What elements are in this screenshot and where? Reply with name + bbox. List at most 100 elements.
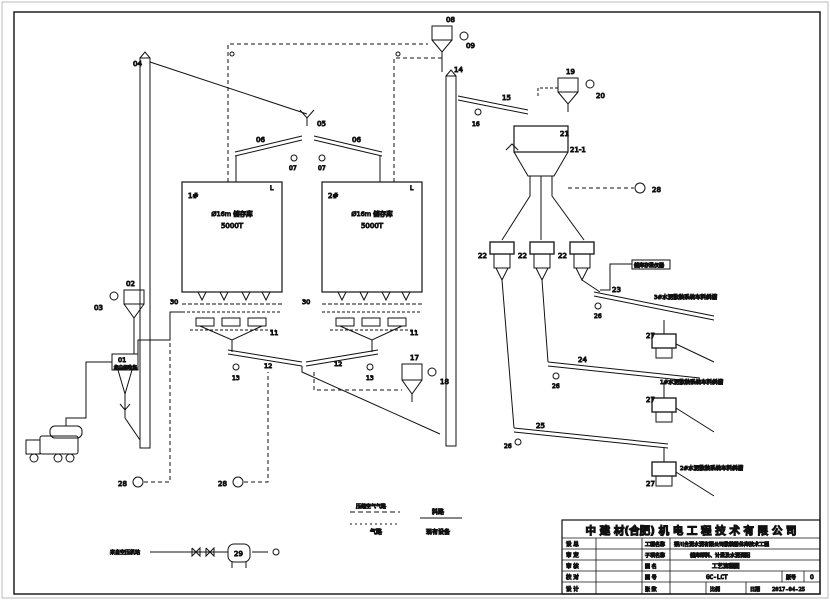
fan-13-right <box>366 363 374 371</box>
tag-07-left: 07 <box>289 165 297 172</box>
air-supply-line <box>150 546 280 558</box>
tag-28-left-1: 28 <box>118 480 127 488</box>
tb-row1-field: 工程名称 <box>645 541 665 548</box>
bucket-elevator-14 <box>445 69 457 447</box>
dust-duct-top <box>227 43 428 182</box>
fan-18 <box>427 367 437 377</box>
dust-collector-19 <box>557 77 579 112</box>
tag-28-left-2: 28 <box>218 480 227 488</box>
air-slide-06-left <box>234 135 303 157</box>
duct-17 <box>313 372 402 391</box>
silo-2-number: 2# <box>328 192 338 200</box>
tag-11-right: 11 <box>410 329 418 337</box>
belt-label-1: 3#水泥散装系统车料斜槽 <box>654 293 718 301</box>
mixer-22-1 <box>489 241 515 282</box>
tb-row3-value: 工艺流程图 <box>712 562 740 570</box>
tb-row2-label: 审 定 <box>566 551 579 559</box>
fan-28-left-2 <box>232 476 244 488</box>
air-slide-12-left <box>227 349 303 367</box>
tb-row1-label: 设 总 <box>566 540 579 548</box>
tag-24: 24 <box>578 356 587 364</box>
tb-row2-field: 子项名称 <box>645 552 665 559</box>
tag-25: 25 <box>536 422 545 430</box>
tag-20: 20 <box>596 92 605 100</box>
fan-26-a <box>594 302 602 310</box>
conveyor-23 <box>593 291 715 321</box>
tag-23: 23 <box>612 286 621 294</box>
tb-row4-field: 图 号 <box>645 575 657 581</box>
tag-04: 04 <box>133 60 142 68</box>
belt-label-3: 2#水泥散装系统车料斜槽 <box>680 464 744 472</box>
tag-27-3: 27 <box>646 480 655 488</box>
conveyor-24 <box>547 361 701 383</box>
duct-28-left-1 <box>144 330 171 483</box>
air-slide-15 <box>457 95 529 115</box>
belt-label-2: 1#水泥散装系统车料斜槽 <box>660 378 724 386</box>
feed-silo1-loading <box>137 311 182 354</box>
rev-value: 0 <box>810 574 814 581</box>
silo-2-discharge <box>322 291 422 352</box>
duct-28-left-2 <box>244 372 269 483</box>
fan-28-left-1 <box>132 476 144 488</box>
tag-27-1: 27 <box>646 332 655 340</box>
remote-label: 储库存量仪器 <box>634 262 664 269</box>
silo-1-discharge <box>182 291 282 352</box>
air-receiver-29 <box>227 543 251 568</box>
tag-12-right: 12 <box>334 360 342 368</box>
tag-18: 18 <box>440 378 449 386</box>
drawing-number: GC-LCT <box>706 574 728 581</box>
chute-27-2 <box>675 407 715 433</box>
dust-collector-08 <box>431 25 453 72</box>
return-to-elevator-04 <box>124 417 141 441</box>
truck-loading-pipe <box>65 361 112 426</box>
tag-16: 16 <box>472 121 480 128</box>
tag-22-1: 22 <box>478 252 487 260</box>
tag-15: 15 <box>502 94 511 102</box>
tb-row4-label: 校 对 <box>566 573 579 581</box>
tag-17: 17 <box>410 354 419 362</box>
drawing-frame <box>13 11 821 595</box>
conveyor-25 <box>513 427 669 449</box>
fan-07-left <box>290 154 298 162</box>
silo-2-spec: Ø16m 储存库 <box>351 209 393 218</box>
tag-30-left: 30 <box>170 298 178 306</box>
mixer-22-2 <box>529 241 555 282</box>
dust-duct-silo2 <box>393 57 444 182</box>
tag-28-right: 28 <box>652 186 661 194</box>
splitter-05 <box>299 109 315 126</box>
unit-01-label: 集尘器收集 <box>114 364 137 371</box>
tb-row3-label: 审 核 <box>566 562 579 570</box>
tag-05: 05 <box>317 120 326 128</box>
fan-26-b <box>552 372 560 380</box>
silo-2-capacity: 5000T <box>361 222 384 230</box>
tag-14: 14 <box>454 66 463 74</box>
fan-09 <box>459 31 469 41</box>
fan-20 <box>585 79 595 89</box>
tag-13-left: 13 <box>232 375 240 382</box>
legend <box>350 511 462 525</box>
loader-27-3 <box>651 448 677 487</box>
tag-21-1: 21-1 <box>570 146 586 154</box>
dust-collector-17 <box>401 363 423 402</box>
tag-01: 01 <box>118 356 126 364</box>
dust-collector-02 <box>123 289 145 330</box>
drop-to-24 <box>541 279 549 363</box>
rev-label: 版号 <box>786 574 796 581</box>
remote-leader <box>600 263 632 291</box>
air-source-label: 来自空压机站 <box>110 549 140 556</box>
tag-02: 02 <box>126 280 135 288</box>
tag-13-right: 13 <box>366 375 374 382</box>
fan-26-c <box>514 438 522 446</box>
duct-19 <box>537 87 558 96</box>
legend-material: 料路 <box>432 508 444 516</box>
loader-27-1 <box>651 320 677 359</box>
tag-26-b: 26 <box>552 383 560 390</box>
air-slide-06-right <box>313 135 383 157</box>
tag-12-left: 12 <box>264 362 272 370</box>
tag-03: 03 <box>94 304 103 312</box>
chute-27-3 <box>675 471 715 497</box>
tag-29: 29 <box>234 550 243 558</box>
valve-duct-1 <box>229 51 235 57</box>
